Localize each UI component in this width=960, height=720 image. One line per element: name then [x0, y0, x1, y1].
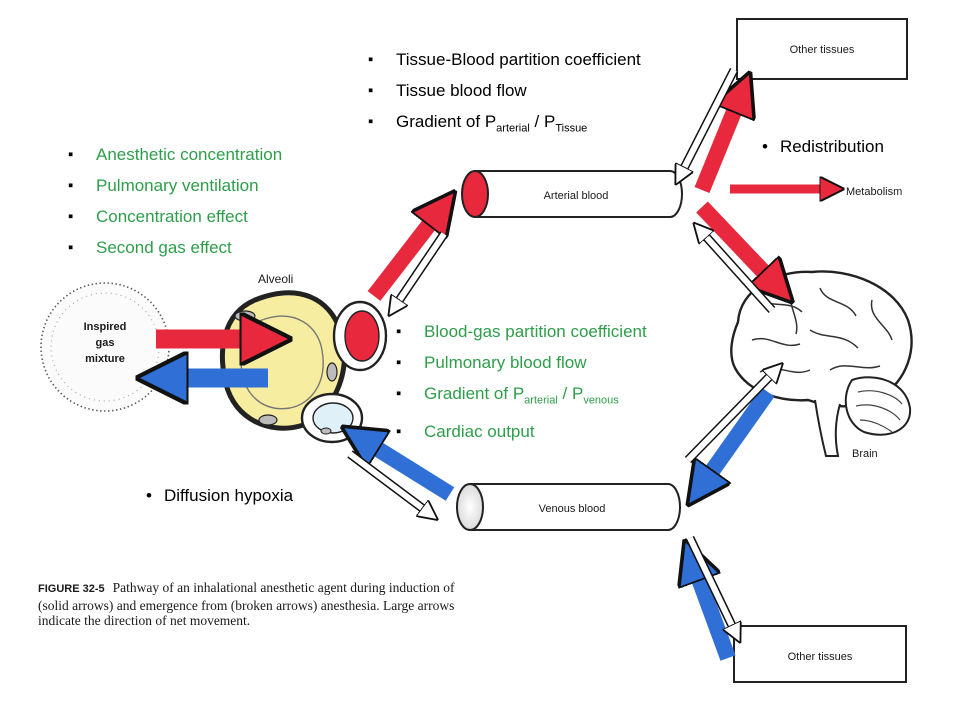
blood-factor-item: Blood-gas partition coefficient: [390, 316, 647, 347]
inspired-factor-item: Pulmonary ventilation: [62, 170, 282, 201]
metabolism-node: Metabolism: [730, 186, 902, 198]
brain-to-venous-arrow: [700, 387, 775, 488]
other-tissues-to-venous-arrow: [692, 560, 736, 661]
blood-factor-item: Pulmonary blood flow: [390, 347, 647, 378]
metabolism-label: Metabolism: [846, 186, 902, 198]
other-tissues-box-bottom: Other tissues: [733, 625, 907, 683]
blood-factors-list: Blood-gas partition coefficient Pulmonar…: [390, 316, 647, 447]
svg-text:Inspired: Inspired: [84, 321, 127, 333]
pulmonary-capillary-arterial: [332, 300, 388, 372]
figure-caption-text: Pathway of an inhalational anesthetic ag…: [38, 580, 455, 628]
venous-blood-label: Venous blood: [539, 503, 606, 515]
brain-label: Brain: [852, 448, 878, 460]
tissue-factors-list: Tissue-Blood partition coefficient Tissu…: [362, 44, 641, 144]
blood-factor-item: Gradient of Parterial / Pvenous: [390, 378, 647, 416]
emergence-arrows: [347, 67, 776, 634]
venous-blood-vessel: Venous blood: [456, 483, 681, 531]
inspired-factor-item: Second gas effect: [62, 232, 282, 263]
arterial-to-other-tissues-arrow: [694, 92, 742, 194]
venous-to-lung-arrow: [360, 438, 455, 501]
induction-arrows: [156, 92, 778, 661]
svg-text:gas: gas: [96, 337, 115, 349]
inspired-factor-item: Anesthetic concentration: [62, 139, 282, 170]
diffusion-hypoxia-note: Diffusion hypoxia: [146, 486, 293, 506]
svg-text:mixture: mixture: [85, 353, 125, 365]
arterial-to-brain-arrow: [696, 201, 778, 287]
arterial-blood-vessel: Arterial blood: [461, 170, 683, 218]
other-tissues-box-top: Other tissues: [736, 18, 908, 80]
other-tissues-label-top: Other tissues: [790, 44, 855, 56]
lung-to-arterial-arrow: [367, 208, 442, 301]
tissue-factor-item: Tissue-Blood partition coefficient: [362, 44, 641, 75]
figure-number: FIGURE 32-5: [38, 583, 105, 595]
pulmonary-capillary-venous: [300, 392, 364, 444]
inspired-factor-item: Concentration effect: [62, 201, 282, 232]
blood-factor-item: Cardiac output: [390, 416, 647, 447]
tissue-factor-item: Tissue blood flow: [362, 75, 641, 106]
inspired-factors-list: Anesthetic concentration Pulmonary venti…: [62, 139, 282, 263]
tissue-factor-item: Gradient of Parterial / PTissue: [362, 106, 641, 144]
inspired-gas-mixture: Inspired gas mixture: [40, 282, 170, 412]
alveoli-label: Alveoli: [258, 272, 293, 286]
other-tissues-label-bottom: Other tissues: [788, 651, 853, 663]
arterial-blood-label: Arterial blood: [544, 190, 609, 202]
redistribution-note: Redistribution: [762, 137, 884, 157]
